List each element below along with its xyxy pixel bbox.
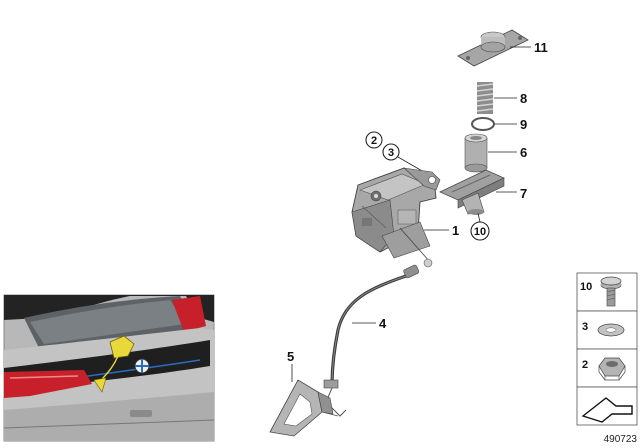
part-5-release-handle[interactable]: [269, 379, 339, 437]
callout-2[interactable]: 2: [371, 135, 377, 147]
diagram-id: 490723: [604, 434, 638, 445]
callout-8[interactable]: 8: [520, 91, 527, 106]
callout-7[interactable]: 7: [520, 186, 527, 201]
part-4-bowden-cable[interactable]: [323, 258, 433, 417]
arrow-icon: [581, 397, 633, 423]
part-1-lock-housing[interactable]: [351, 167, 441, 263]
callout-11[interactable]: 11: [534, 40, 548, 55]
part-6-sleeve[interactable]: [464, 133, 488, 173]
part-9-o-ring[interactable]: [471, 117, 495, 131]
callout-4[interactable]: 4: [379, 316, 387, 331]
hex-nut-icon: [598, 357, 626, 381]
part-7-bracket[interactable]: [439, 169, 505, 215]
legend-2-label[interactable]: 2: [582, 359, 588, 371]
screw-icon: [600, 276, 622, 307]
legend-10-label[interactable]: 10: [580, 281, 592, 293]
callout-6[interactable]: 6: [520, 145, 527, 160]
callout-10-circle: [470, 221, 490, 241]
vehicle-photo-inset: [3, 294, 215, 442]
callout-10[interactable]: 10: [474, 226, 486, 238]
legend-3-label[interactable]: 3: [582, 321, 588, 333]
part-8-spring[interactable]: [476, 82, 494, 114]
callout-2-circle: [365, 131, 383, 149]
callout-9[interactable]: 9: [520, 117, 527, 132]
callout-5[interactable]: 5: [287, 349, 294, 364]
washer-icon: [597, 323, 625, 337]
callout-1[interactable]: 1: [452, 223, 459, 238]
callout-3[interactable]: 3: [388, 147, 394, 159]
part-11-lock-plate[interactable]: [457, 29, 529, 67]
callout-3-circle: [382, 143, 400, 161]
